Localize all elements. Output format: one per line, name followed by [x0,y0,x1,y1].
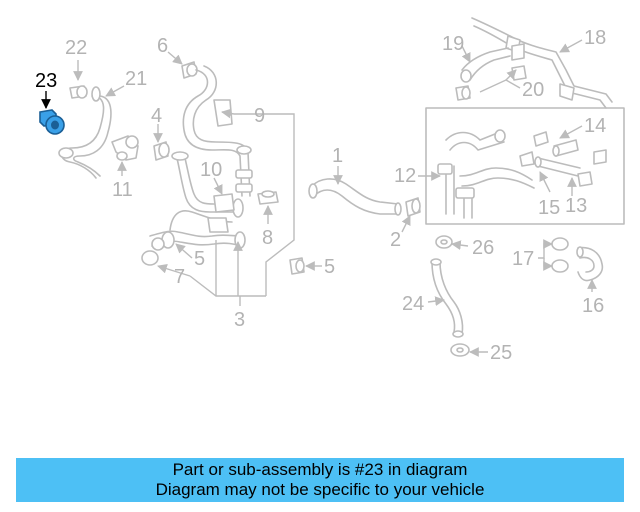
callout-4: 4 [151,105,162,127]
callout-2: 2 [390,229,401,251]
callout-3: 3 [234,309,245,331]
callout-14: 14 [584,115,606,137]
part-23-clamp[interactable] [39,109,65,135]
callout-15: 15 [538,197,560,219]
central-hose-assembly [149,65,253,249]
callout-5-left: 5 [194,248,205,270]
callout-17: 17 [512,248,534,270]
callout-22: 22 [65,37,87,59]
callout-1: 1 [332,145,343,167]
callout-10: 10 [200,159,222,181]
banner-line-1: Part or sub-assembly is #23 in diagram [172,460,468,479]
callout-19: 19 [442,33,464,55]
callout-23: 23 [35,70,57,92]
part-8-clip [257,190,279,205]
callout-5-right: 5 [324,256,335,278]
part-4-clamp [153,141,170,161]
callout-26: 26 [472,237,494,259]
part-22-clamp [69,85,88,99]
callout-16: 16 [582,295,604,317]
callout-9: 9 [254,105,265,127]
callout-21: 21 [125,68,147,90]
callout-18: 18 [584,27,606,49]
part-24-hose [430,258,464,338]
callout-24: 24 [402,293,424,315]
callout-12: 12 [394,165,416,187]
callout-7: 7 [174,266,185,288]
part-17-clamps [551,237,569,273]
info-banner: Part or sub-assembly is #23 in diagram D… [16,458,624,502]
part-5-clamp-a [141,237,165,266]
callout-11: 11 [112,179,133,201]
callout-20: 20 [522,79,544,101]
callout-25: 25 [490,342,512,364]
part-26-clamp [435,235,453,249]
callout-13: 13 [565,195,587,217]
part-16-hose [576,246,604,282]
banner-line-2: Diagram may not be specific to your vehi… [155,480,485,499]
part-12-box [425,107,625,225]
part-2-clamp [405,197,421,217]
part-11-fitting [111,135,139,161]
callout-8: 8 [262,227,273,249]
part-25-clamp [450,343,470,357]
part-21-hose [58,86,112,179]
callout-6: 6 [157,35,168,57]
part-14-hose [533,131,607,165]
part-19-hose [460,43,525,83]
part-1-hose [308,178,402,216]
part-6-clamp [181,61,198,79]
part-13-hose [519,151,593,187]
part-5-clamp-b [289,257,305,275]
